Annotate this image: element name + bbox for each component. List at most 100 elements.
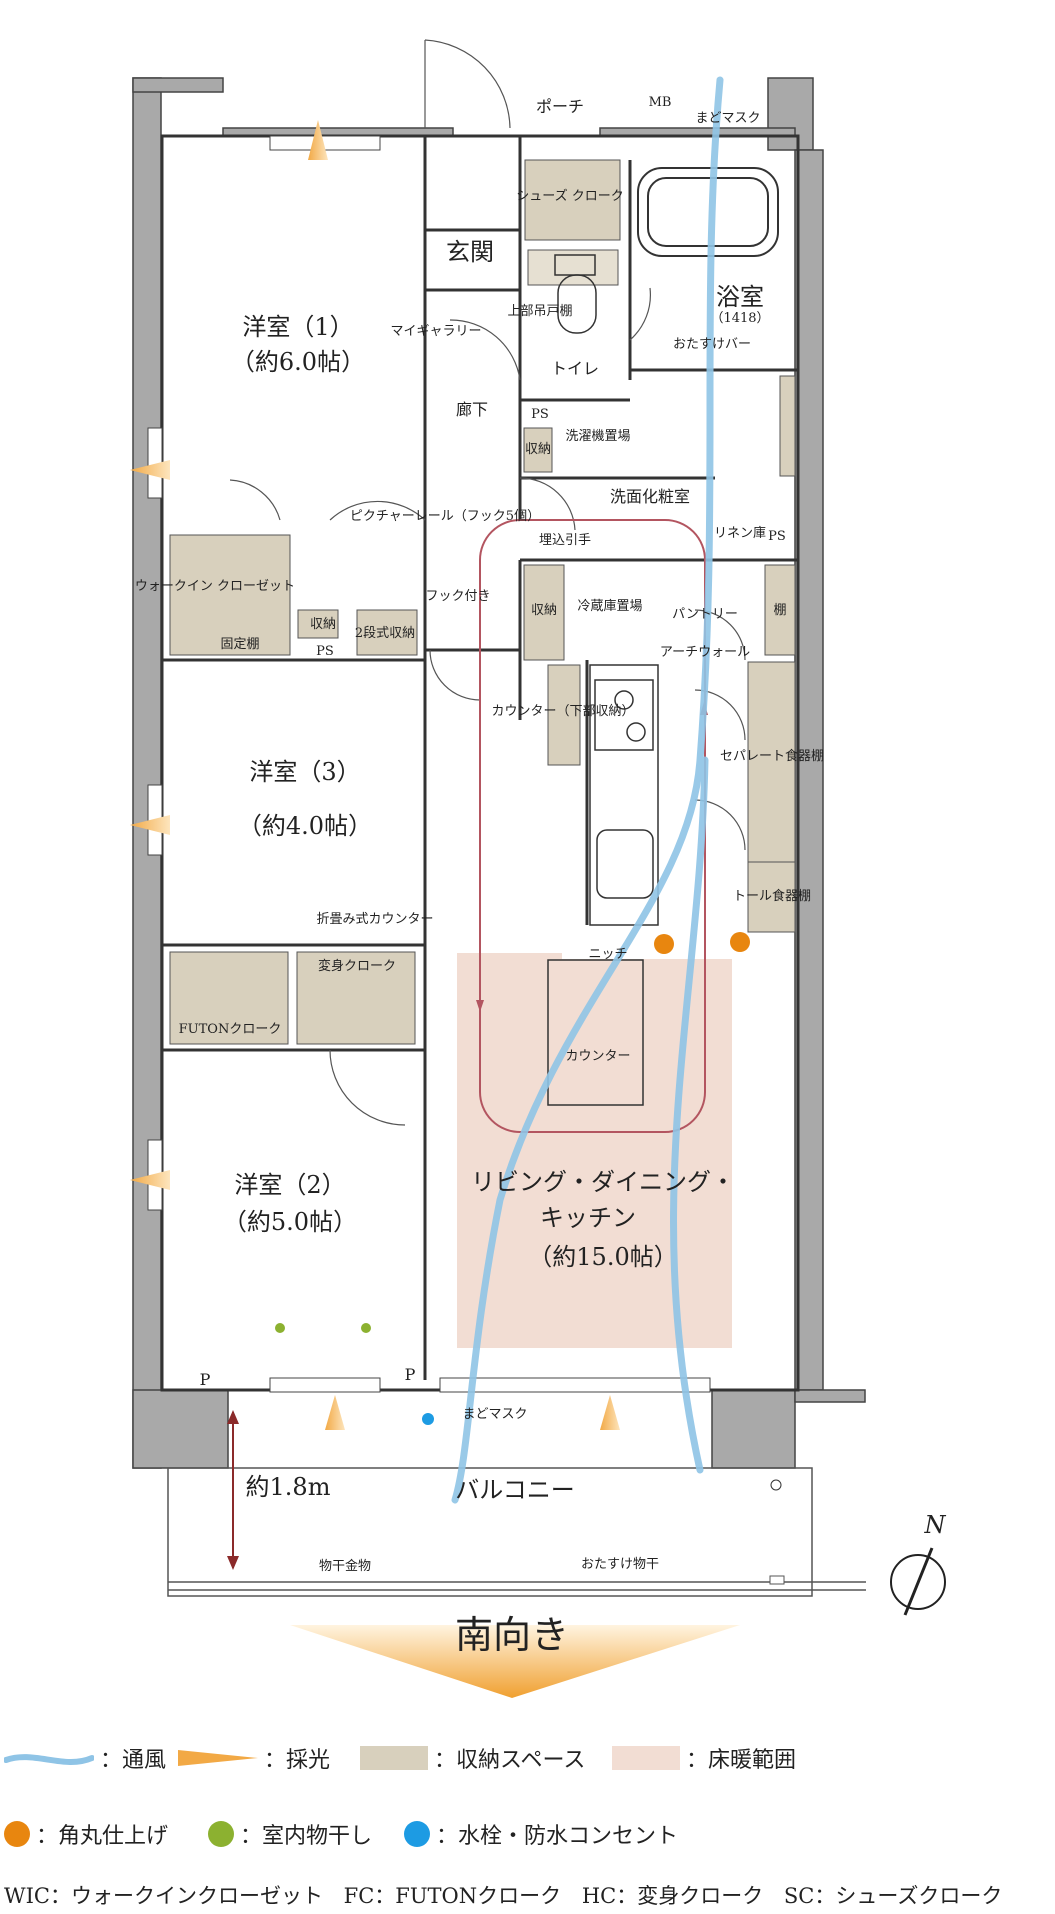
label-counter: カウンター — [565, 1049, 630, 1064]
label-umekomi: 埋込引手 — [539, 533, 591, 548]
faucet-swatch — [404, 1821, 430, 1847]
room-western3-size: （約4.0帖） — [238, 812, 372, 840]
abbr-hc: HC：変身クローク — [581, 1884, 764, 1908]
label-folding-counter: 折畳み式カウンター — [316, 912, 433, 927]
room-ldk-name1: リビング・ダイニング・ — [471, 1168, 735, 1196]
indoor-drying-swatch — [208, 1821, 234, 1847]
abbr-sc: SC：シューズクローク — [783, 1884, 1003, 1908]
label-picture-rail: ピクチャーレール（フック5個） — [350, 509, 540, 524]
daylight-swatch — [178, 1750, 258, 1766]
label-drying-rod: 物干金物 — [319, 1558, 371, 1574]
room-toilet: トイレ — [551, 359, 599, 378]
rounded-swatch — [4, 1821, 30, 1847]
rounded-finish-marker — [654, 934, 674, 954]
drain-marker — [770, 1479, 782, 1491]
separate-shelf — [747, 661, 796, 863]
legend-rounded-label: ：角丸仕上げ — [36, 1824, 169, 1849]
label-p2: P — [405, 1365, 416, 1384]
label-separate-shelf: セパレート食器棚 — [720, 748, 824, 764]
label-p1: P — [200, 1370, 211, 1389]
label-storage-wic: 収納 — [310, 617, 336, 632]
kitchen-counter — [547, 664, 659, 1106]
legend-daylight-label: ：採光 — [264, 1748, 331, 1773]
room-western3-name: 洋室（3） — [249, 758, 360, 786]
label-henshin: 変身クローク — [318, 958, 396, 974]
label-madomask-top: まどマスク — [695, 111, 760, 126]
label-shoes-closet: シューズ クローク — [516, 188, 623, 204]
legend-ventilation-label: ：通風 — [100, 1748, 167, 1773]
label-my-gallery: マイギャラリー — [390, 324, 481, 339]
label-shelf: 棚 — [773, 603, 786, 618]
legend-indoor-drying-label: ：室内物干し — [240, 1824, 373, 1849]
futon-closet — [169, 951, 289, 1045]
storage-spaces — [169, 159, 796, 1045]
label-ps3: PS — [316, 644, 334, 659]
label-storage-kitchen: 収納 — [531, 603, 557, 618]
label-otasuke-drying: おたすけ物干 — [581, 1557, 659, 1572]
label-upper-cabinet: 上部吊戸棚 — [507, 304, 572, 319]
legend-storage: ：収納スペース — [360, 1742, 585, 1774]
room-entrance: 玄関 — [446, 238, 494, 266]
legend-ventilation: ：通風 — [4, 1742, 166, 1774]
label-counter-lower: カウンター（下部収納） — [491, 704, 634, 719]
abbr-fc: FC：FUTONクローク — [343, 1884, 562, 1908]
room-balcony: バルコニー — [455, 1476, 575, 1504]
label-fixed-shelf: 固定棚 — [220, 637, 259, 652]
room-western2-size: （約5.0帖） — [223, 1208, 357, 1236]
rounded-finish-marker — [730, 932, 750, 952]
legend-daylight: ：採光 — [178, 1742, 330, 1774]
label-ps2: PS — [768, 529, 786, 544]
indoor-drying-marker — [275, 1323, 285, 1333]
room-bath-size: （1418） — [710, 311, 769, 326]
room-bath-name: 浴室 — [716, 283, 764, 311]
south-label: 南向き — [455, 1613, 569, 1657]
henshin-closet — [296, 951, 416, 1045]
ventilation-swatch — [4, 1754, 94, 1765]
room-porch: ポーチ — [536, 97, 584, 116]
room-ldk-name2: キッチン — [540, 1204, 636, 1232]
ventilation-flows — [451, 76, 724, 1504]
balcony-depth-dimension — [227, 1410, 239, 1570]
floor-heating-area — [457, 773, 732, 1348]
walk-in-closet — [169, 534, 291, 656]
label-hook: フック付き — [425, 589, 490, 604]
balcony — [167, 1467, 866, 1597]
label-storage-small: 収納 — [525, 442, 551, 457]
legend-rounded: ：角丸仕上げ — [4, 1818, 168, 1850]
label-fridge: 冷蔵庫置場 — [577, 599, 642, 614]
legend-storage-label: ：収納スペース — [434, 1748, 586, 1773]
indoor-drying-marker — [361, 1323, 371, 1333]
abbr-wic: WIC：ウォークインクローゼット — [4, 1884, 323, 1908]
faucet-marker — [422, 1413, 434, 1425]
label-otasuke-bar: おたすけバー — [673, 337, 751, 352]
label-ps1: PS — [531, 407, 549, 422]
label-pantry: パントリー — [672, 607, 738, 622]
legend-floor-heating: ：床暖範囲 — [612, 1742, 796, 1774]
legend-faucet: ：水栓・防水コンセント — [404, 1818, 678, 1850]
room-western1-size: （約6.0帖） — [231, 348, 365, 376]
legend-faucet-label: ：水栓・防水コンセント — [436, 1824, 679, 1849]
label-linen: リネン庫 — [714, 526, 766, 541]
label-mb: MB — [649, 95, 672, 110]
tall-shelf — [747, 861, 796, 933]
room-western1-name: 洋室（1） — [242, 313, 353, 341]
room-corridor: 廊下 — [456, 400, 488, 419]
toilet-fixture — [554, 254, 597, 334]
legend-indoor-drying: ：室内物干し — [208, 1818, 372, 1850]
label-wic: ウォークイン クローゼット — [135, 579, 295, 594]
storage-swatch — [360, 1746, 428, 1770]
room-washroom: 洗面化粧室 — [610, 487, 690, 506]
legend-floor-heating-label: ：床暖範囲 — [686, 1748, 797, 1773]
label-niche: ニッチ — [588, 947, 627, 962]
room-ldk-size: （約15.0帖） — [528, 1243, 677, 1271]
label-depth: 約1.8m — [246, 1473, 331, 1501]
compass-north-label: N — [924, 1511, 947, 1539]
daylight-markers — [130, 120, 620, 1430]
circulation-arrow — [476, 1000, 484, 1012]
label-tall-shelf: トール食器棚 — [733, 888, 811, 904]
label-madomask-bottom: まどマスク — [462, 1407, 527, 1422]
compass — [890, 1547, 946, 1616]
room-western2-name: 洋室（2） — [234, 1171, 345, 1199]
label-arch-wall: アーチウォール — [660, 645, 750, 660]
